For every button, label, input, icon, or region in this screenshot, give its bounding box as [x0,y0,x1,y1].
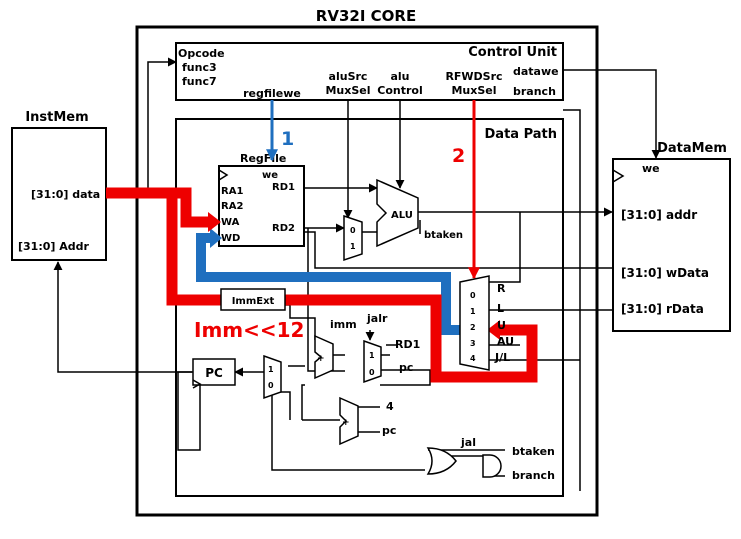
btaken-label-alu: btaken [424,230,463,241]
datamem-wdata-port: [31:0] wData [621,266,709,280]
datamem-we-port: we [642,162,660,175]
regfile-clock [218,169,229,181]
alusrc-label-2: MuxSel [325,84,370,97]
data-path-box [175,118,564,497]
alu-src-mux [343,214,363,262]
aluctrl-label-2: Control [377,84,422,97]
control-unit-label: Control Unit [468,45,557,60]
annotation-one: 1 [281,128,294,150]
annotation-imm-shift: Imm<<12 [194,318,304,342]
jalr-mux [363,339,382,384]
regfile-wa-port: WA [221,217,240,228]
alu-mux-in-1: 1 [350,242,356,251]
datamem-box [612,158,731,332]
rfwdsrc-label-1: RFWDSrc [445,70,502,83]
regfile-we-port: we [262,170,278,181]
branch-label-cu: branch [513,85,556,98]
wd-mux-in-3: 3 [470,339,476,348]
jump-adder [314,334,334,380]
jump-adder-plus: + [317,354,325,364]
alusrc-label-1: aluSrc [329,70,368,83]
regfile-rd1-port: RD1 [272,182,295,193]
btaken-label: btaken [512,445,555,458]
datamem-addr-port: [31:0] addr [621,208,697,222]
annotation-two: 2 [452,145,465,167]
datamem-clock [612,169,625,183]
or-gate [426,447,457,475]
datawe-label: datawe [513,65,559,78]
four-label: 4 [386,400,394,413]
wd-label-r: R [497,282,506,295]
jalr-mux-in-0: 0 [369,368,375,377]
pc-label-1: pc [399,361,413,374]
immext-box [220,288,286,311]
rfwdsrc-label-2: MuxSel [451,84,496,97]
datapath-wires [53,183,613,477]
wd-label-l: L [497,302,504,315]
alu-label: ALU [391,210,413,221]
regfile-ra2-port: RA2 [221,201,243,212]
wd-mux-in-2: 2 [470,323,476,332]
pc-label: PC [205,366,223,380]
blue-path [196,100,476,335]
pc-label-2: pc [382,424,396,437]
wd-mux-in-0: 0 [470,291,476,300]
rd1-label: RD1 [395,338,420,351]
wd-mux-in-4: 4 [470,354,476,363]
wd-label-au: AU [497,335,514,348]
control-wires [106,57,661,491]
jalr-mux-in-1: 1 [369,351,375,360]
datamem-rdata-port: [31:0] rData [621,302,704,316]
jal-label: jal [460,436,476,449]
pc-mux [263,354,282,400]
pc-clock [192,379,202,389]
pc-register [192,358,236,386]
data-path-label: Data Path [485,127,558,142]
diagram-title: RV32I CORE [316,7,416,25]
aluctrl-label-1: alu [390,70,409,83]
wd-label-u: U [497,319,506,332]
pc-adder [339,396,359,446]
pc-mux-in-0: 0 [268,381,274,390]
jalr-label: jalr [366,312,388,325]
regfile-label: RegFile [240,152,286,165]
alu-block [376,178,419,248]
regfile-wd-port: WD [221,233,240,244]
opcode-label: Opcode [178,47,225,60]
branch-label-gate: branch [512,469,555,482]
instmem-label: InstMem [25,110,88,125]
datamem-label: DataMem [657,141,727,156]
pc-mux-in-1: 1 [268,365,274,374]
immext-label: ImmExt [232,296,275,307]
core-box [135,25,599,517]
regfile-rd2-port: RD2 [272,223,295,234]
instmem-addr-port: [31:0] Addr [18,240,90,253]
pc-adder-plus: + [342,418,350,428]
imm-label: imm [330,318,357,331]
wd-label-jl: J/L [494,351,510,364]
wd-mux [459,275,490,371]
wd-mux-in-1: 1 [470,307,476,316]
regfile-box [218,165,305,247]
regfilewe-label: regfilewe [243,87,301,100]
red-path [106,100,538,383]
func3-label: func3 [182,61,217,74]
alu-mux-in-0: 0 [350,226,356,235]
instmem-data-port: [31:0] data [31,188,100,201]
and-gate [482,454,502,478]
control-unit-box [175,42,564,101]
func7-label: func7 [182,75,217,88]
regfile-ra1-port: RA1 [221,186,243,197]
